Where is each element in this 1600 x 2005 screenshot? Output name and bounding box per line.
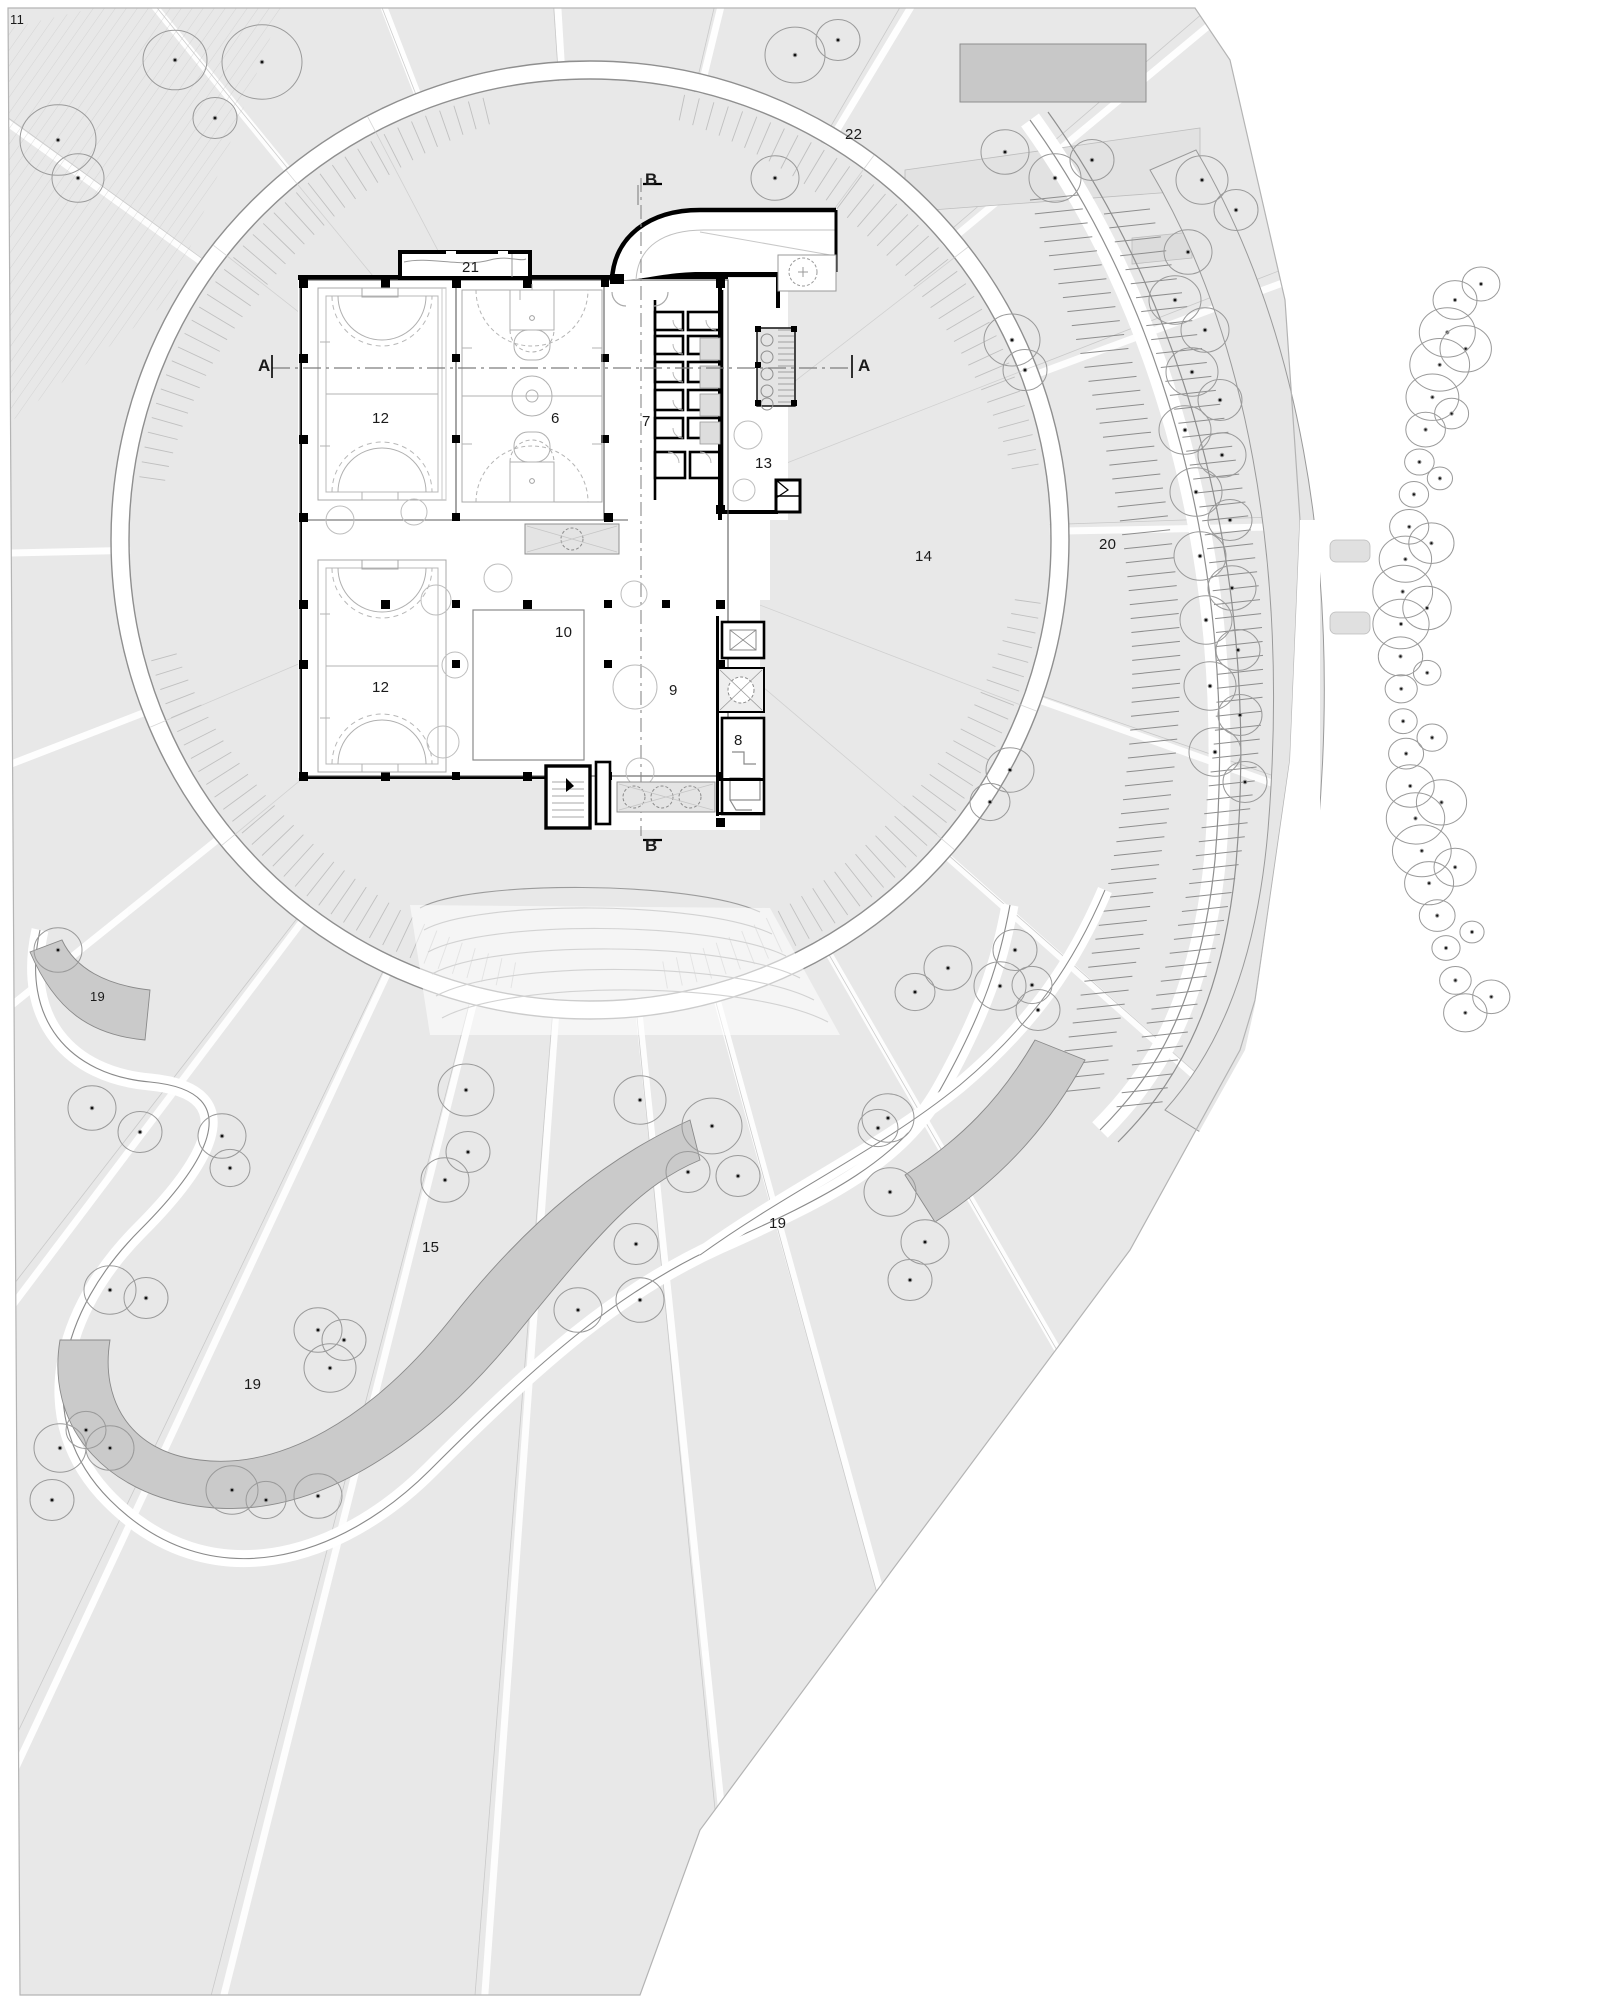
room-label-entrance-canopy: 21 <box>462 259 480 276</box>
room-label-water-basin-east: 19 <box>769 1215 787 1232</box>
room-label-water-basin-south: 19 <box>244 1376 262 1393</box>
section-axes <box>271 182 853 842</box>
room-label-service-room-8: 8 <box>734 732 743 749</box>
room-label-south-park: 15 <box>422 1239 440 1256</box>
room-label-multipurpose-room: 10 <box>555 624 573 641</box>
sports-hall-building <box>298 178 838 836</box>
room-label-handball-south: 12 <box>372 679 390 696</box>
room-label-east-lobby: 13 <box>755 455 773 472</box>
east-tree-row <box>1372 266 1511 1033</box>
skylight-circles <box>325 420 763 787</box>
room-label-foyer-circulation: 9 <box>669 682 678 699</box>
room-label-basketball-court: 6 <box>551 410 560 427</box>
south-stair-core <box>544 760 612 830</box>
room-label-north-west-plaza: 11 <box>10 12 25 27</box>
equipment-band <box>616 781 716 813</box>
room-label-east-terrace-strip: 14 <box>915 548 933 565</box>
north-entrance-canopy <box>398 250 532 280</box>
basketball-court <box>461 284 603 503</box>
handball-court-north <box>317 287 447 501</box>
north-east-ramp <box>609 207 838 292</box>
room-label-handball-north: 12 <box>372 410 390 427</box>
room-label-athletics-track: 20 <box>1099 536 1117 553</box>
south-park-water <box>27 887 1112 1568</box>
sanitary-block <box>755 326 797 411</box>
multipurpose-room <box>472 609 585 761</box>
section-mark-a-right: A <box>858 356 871 375</box>
section-mark-a-left: A <box>258 356 271 375</box>
equipment-band-north <box>524 523 620 555</box>
room-label-north-east-approach: 22 <box>845 126 863 143</box>
site-boundary <box>7 7 1301 1996</box>
section-mark-b-bottom: B <box>645 836 658 855</box>
east-stair <box>774 478 802 514</box>
comb-upper <box>139 94 1041 989</box>
room-label-changing-rooms: 7 <box>642 413 651 430</box>
service-rooms <box>717 620 766 816</box>
tree-canopies <box>19 19 1268 1521</box>
structural-columns <box>299 279 725 827</box>
section-mark-b-top: B <box>645 170 658 189</box>
room-label-water-basin-west: 19 <box>90 989 106 1004</box>
handball-court-south <box>317 559 447 773</box>
